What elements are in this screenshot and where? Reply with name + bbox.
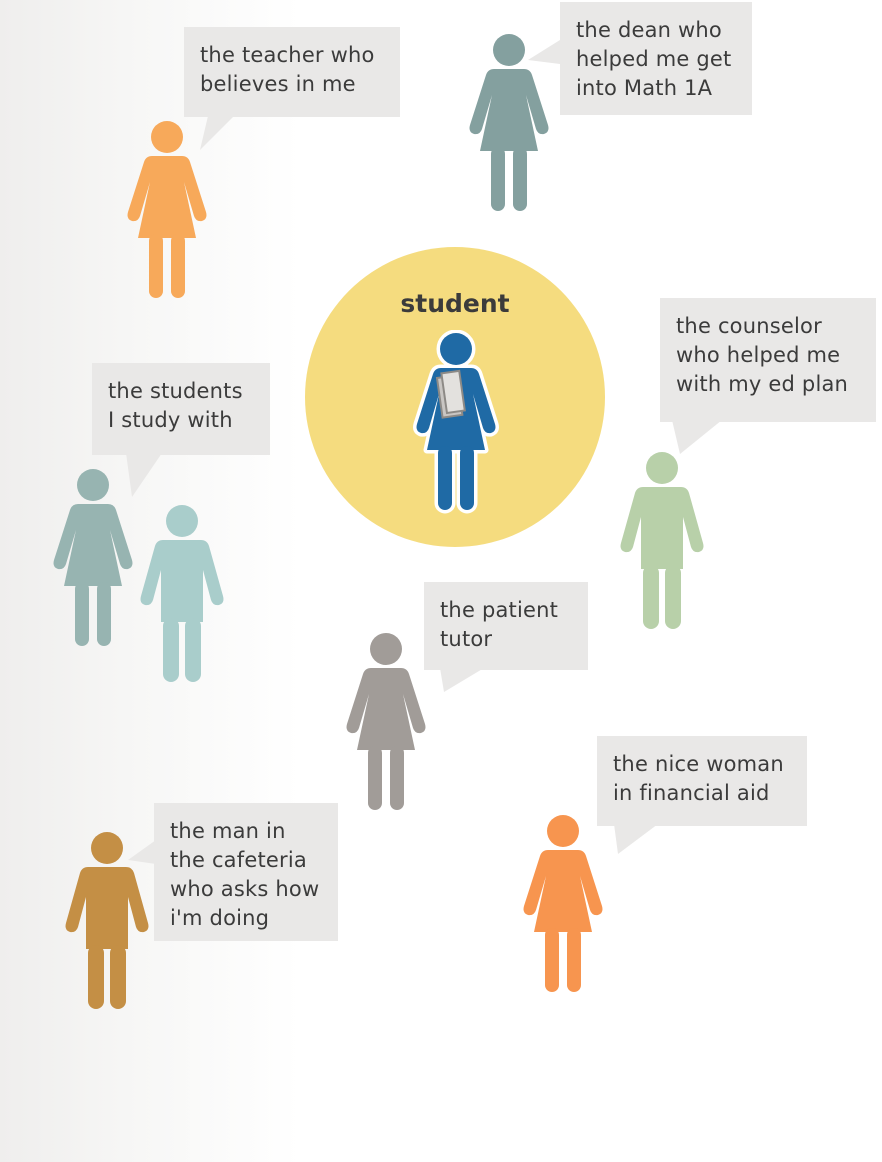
tutor-figure <box>346 633 426 810</box>
tutor-speech-bubble: the patient tutor <box>424 582 588 670</box>
cafeteria-figure <box>65 832 149 1009</box>
financial-aid-bubble-tail <box>614 824 658 854</box>
counselor-bubble-tail <box>672 420 722 454</box>
study-group-man-figure <box>140 505 224 682</box>
counselor-figure <box>620 452 704 629</box>
tutor-bubble-tail <box>440 668 484 692</box>
study-group-speech-bubble: the students I study with <box>92 363 270 455</box>
teacher-figure <box>127 121 207 298</box>
financial-aid-figure <box>523 815 603 992</box>
cafeteria-bubble-tail <box>128 840 156 864</box>
dean-speech-bubble: the dean who helped me get into Math 1A <box>560 2 752 115</box>
counselor-speech-bubble: the counselor who helped me with my ed p… <box>660 298 876 422</box>
dean-figure <box>469 34 549 211</box>
financial-aid-speech-bubble: the nice woman in financial aid <box>597 736 807 826</box>
study-group-bubble-tail <box>126 453 162 497</box>
cafeteria-speech-bubble: the man in the cafeteria who asks how i'… <box>154 803 338 941</box>
student-circle: student <box>305 247 605 547</box>
teacher-speech-bubble: the teacher who believes in me <box>184 27 400 117</box>
study-group-woman-figure <box>53 469 133 646</box>
student-label: student <box>400 289 510 318</box>
student-icon <box>413 330 499 514</box>
teacher-bubble-tail <box>200 116 234 150</box>
dean-bubble-tail <box>528 40 560 64</box>
